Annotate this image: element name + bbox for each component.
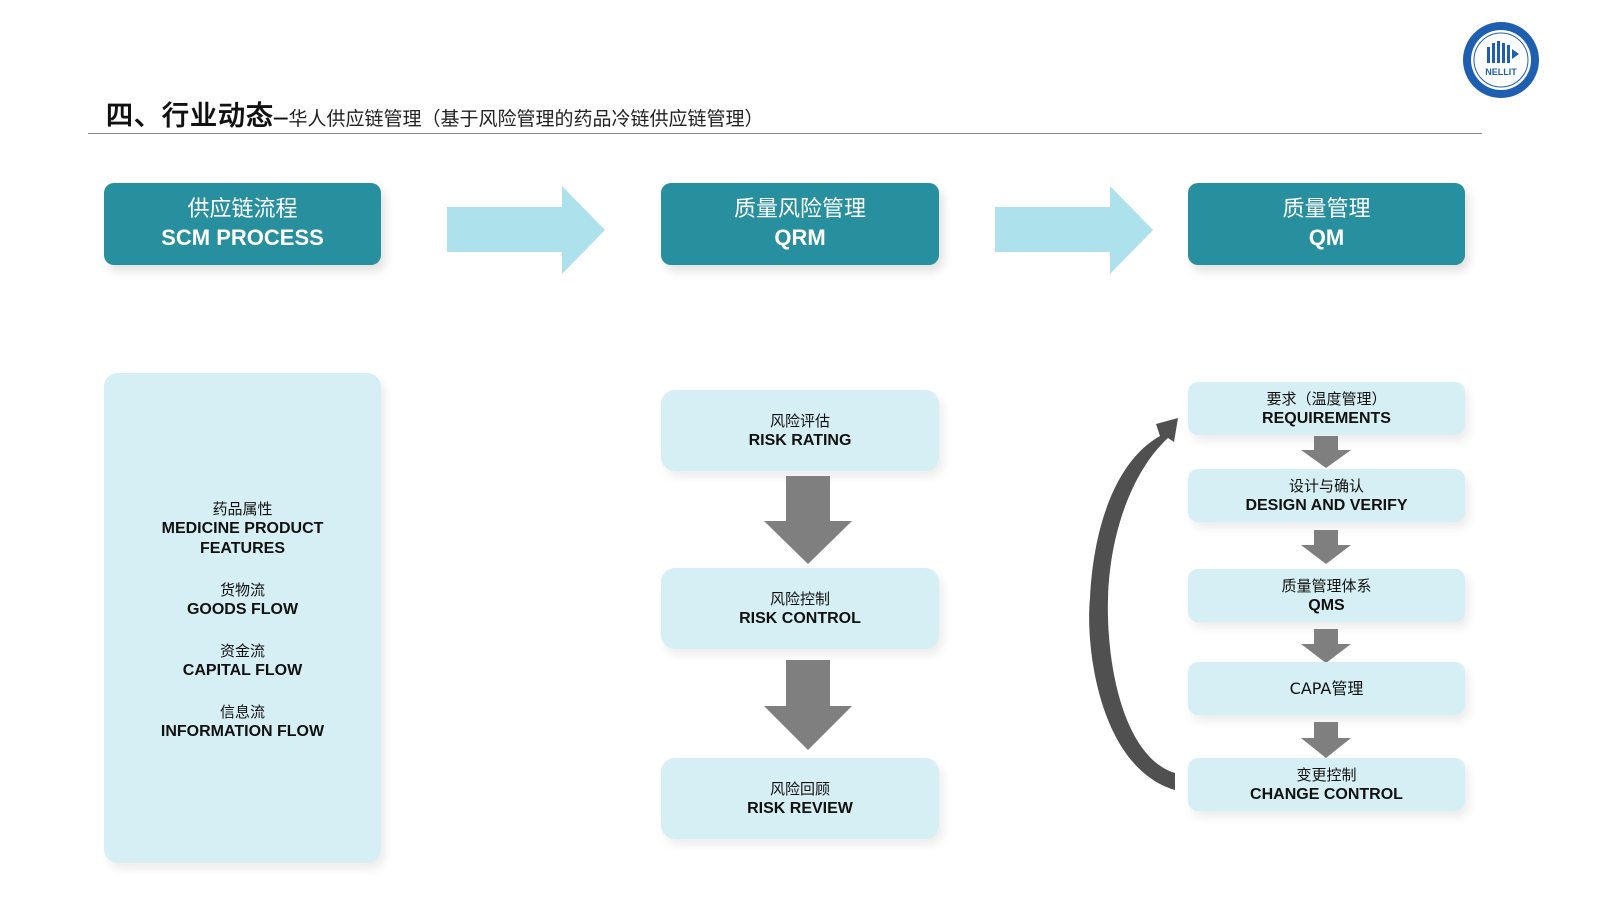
scm-panel: 药品属性 MEDICINE PRODUCT FEATURES 货物流 GOODS… xyxy=(104,373,381,863)
arrow-down-icon xyxy=(1301,530,1351,564)
scm-item-cn: 货物流 xyxy=(219,581,265,599)
column-header-qm: 质量管理 QM xyxy=(1188,183,1465,265)
step-en: DESIGN AND VERIFY xyxy=(1245,496,1408,514)
arrow-down-icon xyxy=(1301,436,1351,468)
qrm-step-risk-review: 风险回顾 RISK REVIEW xyxy=(661,758,939,839)
column-header-cn: 质量管理 xyxy=(1282,197,1371,222)
scm-item-en: GOODS FLOW xyxy=(186,601,299,618)
qm-step-requirements: 要求（温度管理） REQUIREMENTS xyxy=(1188,382,1465,435)
qrm-step-risk-rating: 风险评估 RISK RATING xyxy=(661,390,939,471)
qm-step-qms: 质量管理体系 QMS xyxy=(1188,569,1465,622)
step-cn: 风险回顾 xyxy=(769,779,830,798)
loop-back-arrow-icon xyxy=(1089,418,1178,790)
arrow-down-icon xyxy=(1301,722,1351,758)
scm-item-capital: 资金流 CAPITAL FLOW xyxy=(183,641,302,681)
scm-item-en: CAPITAL FLOW xyxy=(182,662,303,679)
qm-step-design-verify: 设计与确认 DESIGN AND VERIFY xyxy=(1188,469,1465,522)
flow-arrow-right-icon xyxy=(995,186,1153,274)
title-divider xyxy=(88,133,1482,134)
scm-item-cn: 资金流 xyxy=(219,642,265,660)
step-cn: 风险控制 xyxy=(769,589,830,608)
step-en: QMS xyxy=(1308,596,1345,614)
step-cn: 风险评估 xyxy=(769,411,830,430)
organization-logo: NELLIT xyxy=(1463,22,1539,98)
column-header-en: QRM xyxy=(774,225,826,250)
scm-item-en: MEDICINE PRODUCT FEATURES xyxy=(161,520,324,557)
step-en: CHANGE CONTROL xyxy=(1250,785,1403,803)
arrow-down-icon xyxy=(764,476,852,564)
title-main: 四、行业动态– xyxy=(106,101,289,131)
flow-arrow-right-icon xyxy=(447,186,605,274)
step-cn: 设计与确认 xyxy=(1288,476,1364,495)
scm-item-information: 信息流 INFORMATION FLOW xyxy=(161,702,324,742)
step-en: REQUIREMENTS xyxy=(1262,409,1391,427)
scm-item-cn: 药品属性 xyxy=(212,500,273,518)
title-sub: 华人供应链管理（基于风险管理的药品冷链供应链管理） xyxy=(288,109,764,130)
column-header-cn: 供应链流程 xyxy=(187,197,298,222)
step-en: RISK REVIEW xyxy=(747,799,853,817)
scm-item-medicine: 药品属性 MEDICINE PRODUCT FEATURES xyxy=(143,499,343,559)
step-cn: 要求（温度管理） xyxy=(1266,389,1387,408)
column-header-cn: 质量风险管理 xyxy=(733,197,866,222)
step-cn: CAPA管理 xyxy=(1289,678,1364,698)
logo-text: NELLIT xyxy=(1485,67,1517,77)
scm-item-en: INFORMATION FLOW xyxy=(160,723,325,740)
qm-step-change-control: 变更控制 CHANGE CONTROL xyxy=(1188,758,1465,811)
column-header-qrm: 质量风险管理 QRM xyxy=(661,183,939,265)
step-cn: 变更控制 xyxy=(1296,765,1357,784)
column-header-en: QM xyxy=(1308,225,1345,250)
column-header-en: SCM PROCESS xyxy=(161,225,324,250)
arrow-down-icon xyxy=(764,660,852,750)
scm-item-goods: 货物流 GOODS FLOW xyxy=(187,580,298,620)
qm-step-capa: CAPA管理 xyxy=(1188,662,1465,715)
scm-item-cn: 信息流 xyxy=(219,703,265,721)
page-title: 四、行业动态–华人供应链管理（基于风险管理的药品冷链供应链管理） xyxy=(106,94,764,133)
arrow-down-icon xyxy=(1301,629,1351,663)
step-en: RISK RATING xyxy=(748,431,852,449)
qrm-step-risk-control: 风险控制 RISK CONTROL xyxy=(661,568,939,649)
step-en: RISK CONTROL xyxy=(739,609,861,627)
step-cn: 质量管理体系 xyxy=(1281,576,1372,595)
column-header-scm: 供应链流程 SCM PROCESS xyxy=(104,183,381,265)
